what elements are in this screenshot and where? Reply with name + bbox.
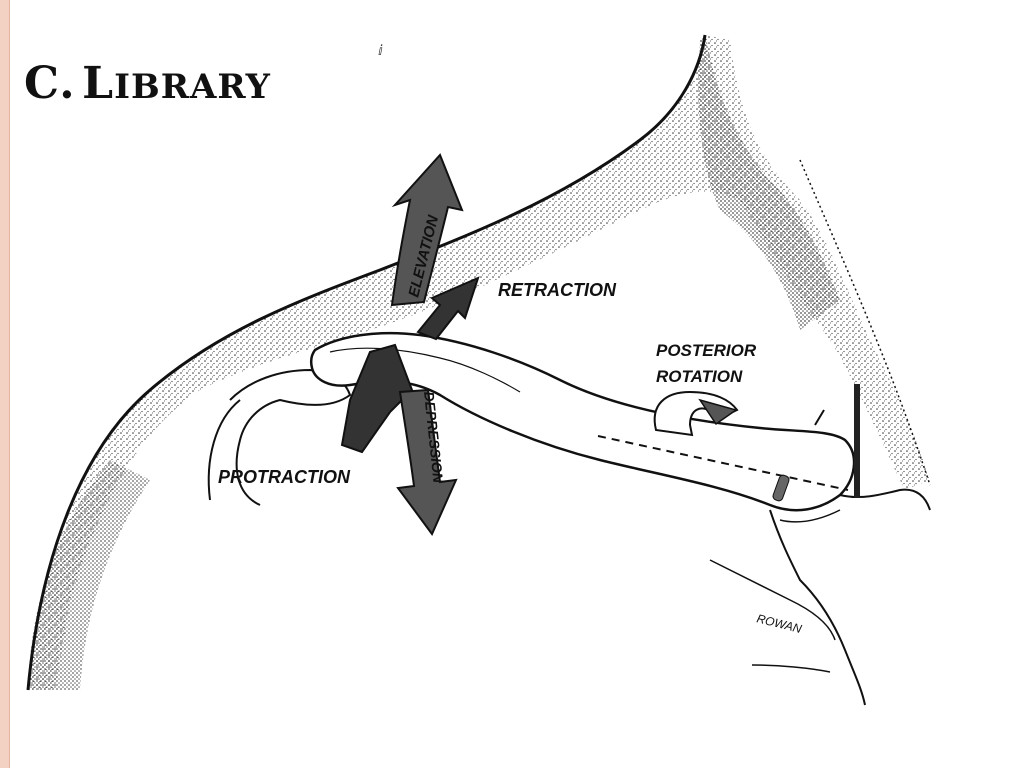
chest-line	[709, 559, 836, 641]
clavicle-inner-line	[329, 347, 521, 393]
pin-marker	[772, 474, 790, 502]
shoulder-outline	[26, 34, 707, 691]
slide-left-accent-bar	[0, 0, 10, 768]
title-word-rest: IBRARY	[114, 67, 271, 107]
lower-left-shading	[28, 460, 150, 690]
scapula-outline	[207, 399, 241, 501]
label-retraction: RETRACTION	[498, 280, 617, 300]
protraction-arrow	[340, 343, 414, 454]
title-word-first: L	[82, 58, 115, 109]
depression-arrow	[396, 388, 458, 536]
sternum-outline	[769, 509, 866, 706]
neck-shading	[698, 36, 840, 330]
posterior-rotation-arrow	[653, 390, 825, 437]
acromion-outline	[229, 368, 352, 506]
label-protraction: PROTRACTION	[218, 467, 351, 487]
rotation-axis-dashed-line	[597, 435, 849, 491]
elevation-arrow	[390, 153, 464, 307]
neck-outline	[799, 159, 931, 486]
slide-title: C. LIBRARY	[24, 62, 271, 106]
rib-line	[751, 664, 831, 673]
label-posterior-rotation-line1: POSTERIOR	[656, 341, 757, 360]
stray-mark: ⅈ	[378, 42, 383, 58]
label-posterior-rotation-line2: ROTATION	[656, 367, 743, 386]
manubrium-line	[779, 509, 841, 523]
sternal-notch-line	[839, 488, 931, 511]
title-letter: C.	[24, 58, 76, 109]
retraction-arrow	[416, 276, 480, 341]
artist-signature: ROWAN	[755, 611, 803, 636]
shoulder-shading	[28, 35, 930, 690]
axis-rod	[854, 384, 860, 498]
